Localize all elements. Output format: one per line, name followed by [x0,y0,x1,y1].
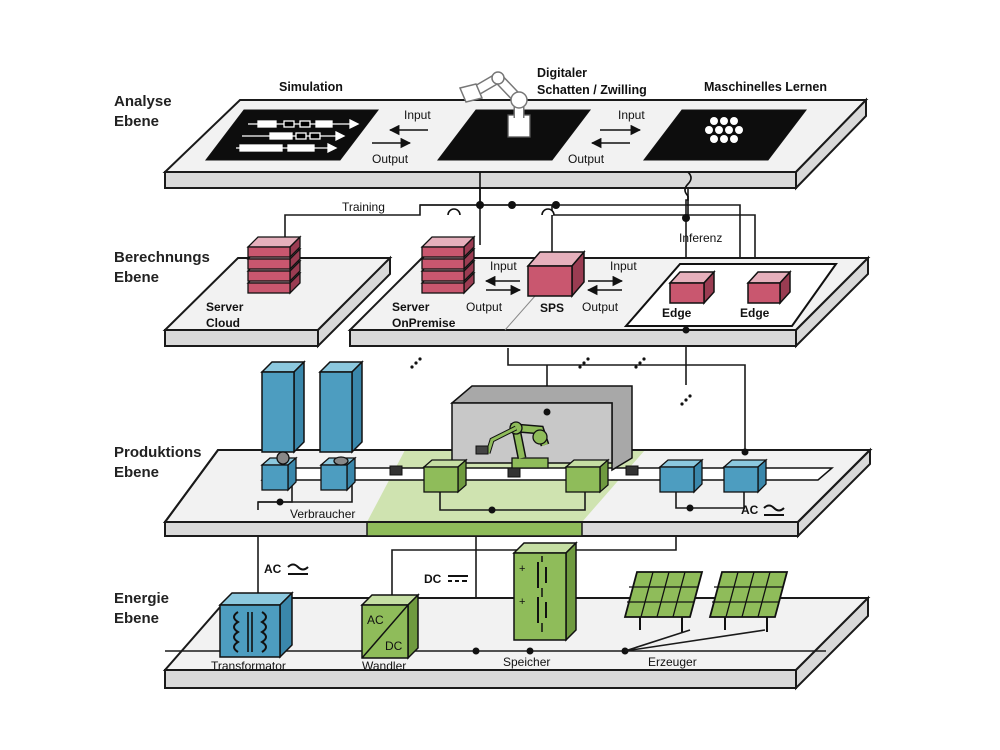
consumer-cabinet-icon[interactable] [260,360,306,454]
dc-symbol-icon [448,575,468,582]
speicher-icon[interactable]: + + [512,541,578,642]
robot-arm-icon [458,71,531,138]
input-label-berechnung-left: Input [490,259,517,273]
server-onpremise-icon[interactable] [420,235,476,295]
ac-wave-icon [287,563,309,571]
server-cloud-label-2: Cloud [206,316,240,330]
transformator-label: Transformator [211,659,286,673]
simulation-header: Simulation [279,80,343,94]
server-onpremise-label-2: OnPremise [392,316,456,330]
input-label-analyse-left: Input [404,108,431,122]
wandler-icon[interactable]: AC DC [360,593,420,660]
output-label-analyse-right: Output [568,152,605,166]
twin-header-1: Digitaler [537,66,587,80]
server-onpremise-label-1: Server [392,300,430,314]
edge-device-icon[interactable] [668,270,716,305]
drive-box-icon[interactable] [722,458,768,494]
analyse-wires [479,171,692,218]
neural-net-icon [705,117,743,143]
level-label-energie-2: Ebene [114,610,159,627]
level-label-analyse-1: Analyse [114,93,172,110]
solar-panel-icon[interactable] [623,571,704,632]
training-label: Training [342,200,385,214]
ac-label-produktion: AC [741,503,759,517]
level-label-berechnung-2: Ebene [114,269,159,286]
ml-panel[interactable] [642,109,808,161]
server-cloud-label-1: Server [206,300,244,314]
drive-box-icon[interactable] [319,456,357,492]
robot-cell-icon[interactable] [449,385,633,472]
inferenz-label: Inferenz [679,231,722,245]
sps-label: SPS [540,301,564,315]
output-label-berechnung-right: Output [582,300,619,314]
green-station-icon[interactable] [422,458,468,494]
wandler-dc-text: DC [385,639,403,653]
drive-box-icon[interactable] [260,451,298,492]
speicher-label: Speicher [503,655,550,669]
svg-text:+: + [519,596,525,608]
edge-label-2: Edge [740,306,770,320]
input-label-analyse-right: Input [618,108,645,122]
drive-box-icon[interactable] [658,458,704,494]
wandler-ac-text: AC [367,613,384,627]
dc-label-energie: DC [424,572,442,586]
transformator-icon[interactable] [218,591,294,659]
ml-header: Maschinelles Lernen [704,80,827,94]
output-label-analyse-left: Output [372,152,409,166]
consumer-cabinet-icon[interactable] [318,360,364,454]
level-label-analyse-2: Ebene [114,113,159,130]
output-label-berechnung-left: Output [466,300,503,314]
solar-panel-icon[interactable] [708,571,789,632]
svg-text:+: + [519,563,525,575]
level-label-produktion-2: Ebene [114,464,159,481]
edge-label-1: Edge [662,306,692,320]
ac-wave-icon [763,504,785,512]
level-label-energie-1: Energie [114,590,169,607]
simulation-panel[interactable] [204,109,380,161]
sps-icon[interactable] [526,249,586,299]
ac-label-energie: AC [264,562,282,576]
input-label-berechnung-right: Input [610,259,637,273]
green-station-icon[interactable] [564,458,610,494]
workpiece-icons [389,465,639,478]
wire-junctions [447,201,690,222]
berechnung-platform-cloud [162,255,393,349]
twin-header-2: Schatten / Zwilling [537,83,647,97]
wandler-label: Wandler [362,659,406,673]
level-label-berechnung-1: Berechnungs [114,249,210,266]
level-label-produktion-1: Produktions [114,444,202,461]
erzeuger-label: Erzeuger [648,655,697,669]
verbraucher-label: Verbraucher [290,507,355,521]
edge-device-icon[interactable] [746,270,792,305]
server-cloud-icon[interactable] [246,235,302,295]
